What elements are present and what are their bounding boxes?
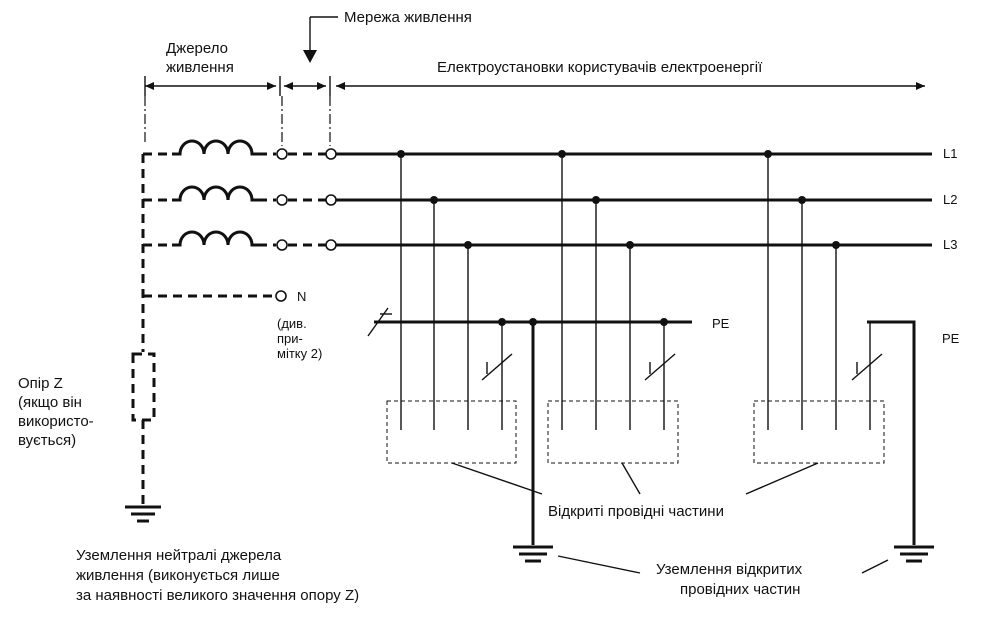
n-label: N: [297, 289, 306, 304]
source-winding-l2: [172, 185, 276, 202]
exposed-part-3: [753, 400, 885, 464]
exposed-part-2: [547, 400, 679, 464]
pe-node-left: [529, 318, 537, 326]
note-line-2: при-: [277, 331, 303, 346]
supply-network-arrow: [303, 16, 338, 63]
resistance-label-4: вується): [18, 432, 76, 449]
exposed-earthing-leaders: [557, 555, 889, 574]
resistance-label-3: використо-: [18, 413, 94, 430]
equipment-3: [753, 150, 885, 464]
terminal-l2-installation: [325, 194, 337, 206]
neutral-earthing-label-1: Уземлення нейтралі джерела: [76, 547, 282, 564]
source-winding-l1: [172, 139, 276, 156]
exposed-earthing-label-2: провідних частин: [680, 581, 800, 598]
exposed-parts-label: Відкриті провідні частини: [548, 503, 724, 520]
l2-label: L2: [943, 192, 957, 207]
l1-label: L1: [943, 146, 957, 161]
terminal-l1-installation: [325, 148, 337, 160]
power-source-label-1: Джерело: [166, 40, 228, 57]
consumer-installations-label: Електроустановки користувачів електроене…: [437, 59, 763, 76]
pe-label-right: PE: [942, 331, 960, 346]
pe-label-left: PE: [712, 316, 730, 331]
equipment-1: [386, 150, 517, 464]
exposed-earthing-label-1: Уземлення відкритих: [656, 561, 803, 578]
power-source-label-2: живлення: [166, 59, 234, 76]
terminal-l2-source: [276, 194, 288, 206]
pe-conductor-right: [867, 320, 916, 545]
terminal-l3-installation: [325, 239, 337, 251]
resistance-label-1: Опір Z: [18, 375, 63, 392]
neutral-earthing-label-2: живлення (виконується лише: [76, 567, 280, 584]
source-winding-l3: [172, 230, 276, 247]
exposed-part-1: [386, 400, 517, 464]
resistance-label-2: (якщо він: [18, 394, 82, 411]
neutral-earthing-label-3: за наявності великого значення опору Z): [76, 587, 359, 604]
earth-symbol-right: [894, 545, 934, 563]
exposed-parts-leaders: [451, 462, 819, 495]
dimension-arrows: [144, 76, 925, 96]
l3-label: L3: [943, 237, 957, 252]
earth-symbol-left: [513, 545, 553, 563]
terminal-l1-source: [276, 148, 288, 160]
resistance-z: [131, 352, 156, 422]
terminal-n: [275, 290, 287, 302]
pe-break-mark: [367, 307, 389, 337]
earth-symbol-source: [125, 505, 161, 523]
source-neutral-dashed: [141, 152, 274, 505]
note-line-3: мітку 2): [277, 346, 322, 361]
terminal-l3-source: [276, 239, 288, 251]
supply-network-label: Мережа живлення: [344, 9, 472, 26]
equipment-2: [547, 150, 679, 464]
note-line-1: (див.: [277, 316, 307, 331]
